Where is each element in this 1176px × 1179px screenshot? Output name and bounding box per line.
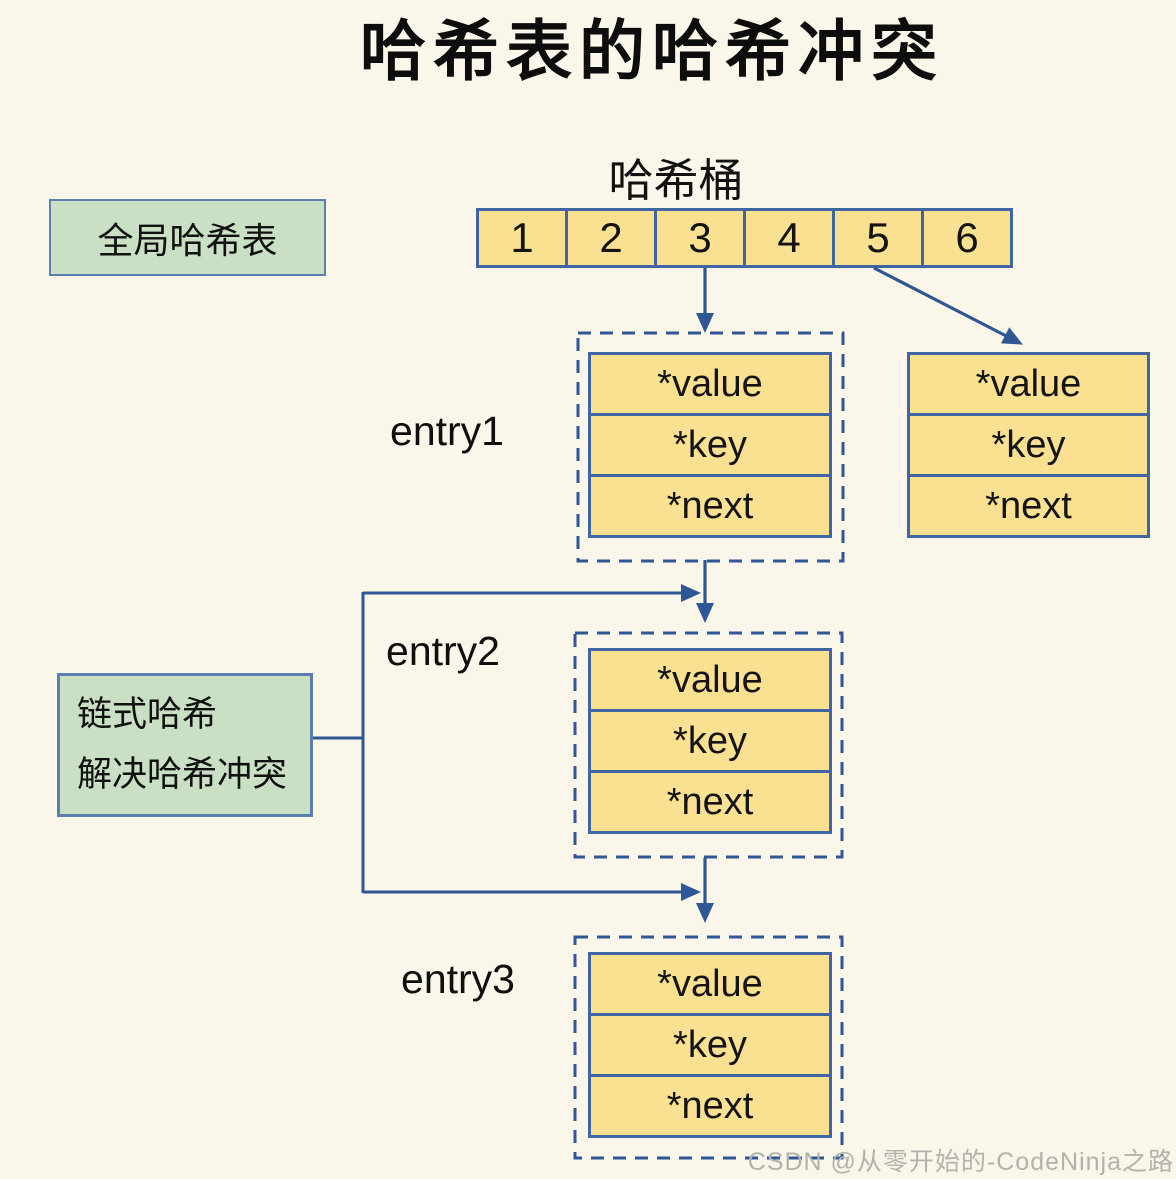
entry3-key-cell: *key <box>588 1013 832 1077</box>
entry2-label: entry2 <box>386 628 500 674</box>
chained-hash-note-line1: 链式哈希 <box>77 694 218 734</box>
chained-hash-note-line2: 解决哈希冲突 <box>77 755 288 794</box>
entry1-key-cell: *key <box>588 413 832 477</box>
bucket5-key-cell: *key <box>907 413 1150 477</box>
global-hash-table-label: 全局哈希表 <box>97 219 278 261</box>
entry1-value-cell: *value <box>588 352 832 416</box>
bucket-cell-4: 4 <box>743 208 835 268</box>
bucket5-value-cell: *value <box>907 352 1150 416</box>
entry2-key-cell: *key <box>588 709 832 773</box>
entry2-record: *value *key *next <box>588 648 832 834</box>
bucket-cell-1: 1 <box>476 208 568 268</box>
bucket5-next-cell: *next <box>907 474 1150 538</box>
entry1-record: *value *key *next <box>588 352 832 538</box>
bucket-cell-3: 3 <box>654 208 746 268</box>
global-hash-table-box: 全局哈希表 <box>49 199 326 276</box>
entry1-label: entry1 <box>390 408 504 454</box>
entry3-label: entry3 <box>401 956 515 1002</box>
chained-hash-note-box: 链式哈希 解决哈希冲突 <box>57 673 313 817</box>
entry3-value-cell: *value <box>588 952 832 1016</box>
hash-bucket-array: 1 2 3 4 5 6 <box>476 208 1013 268</box>
entry2-next-cell: *next <box>588 770 832 834</box>
entry3-next-cell: *next <box>588 1074 832 1138</box>
entry2-value-cell: *value <box>588 648 832 712</box>
entry1-next-cell: *next <box>588 474 832 538</box>
arrow-bucket5-to-record-icon <box>873 266 1023 345</box>
bucket-cell-5: 5 <box>832 208 924 268</box>
bucket-cell-2: 2 <box>565 208 657 268</box>
entry3-record: *value *key *next <box>588 952 832 1138</box>
watermark: CSDN @从零开始的-CodeNinja之路 <box>747 1148 1174 1176</box>
bucket-cell-6: 6 <box>921 208 1013 268</box>
hash-bucket-label: 哈希桶 <box>608 155 744 206</box>
bucket5-record: *value *key *next <box>907 352 1150 538</box>
page-title: 哈希表的哈希冲突 <box>360 14 944 88</box>
